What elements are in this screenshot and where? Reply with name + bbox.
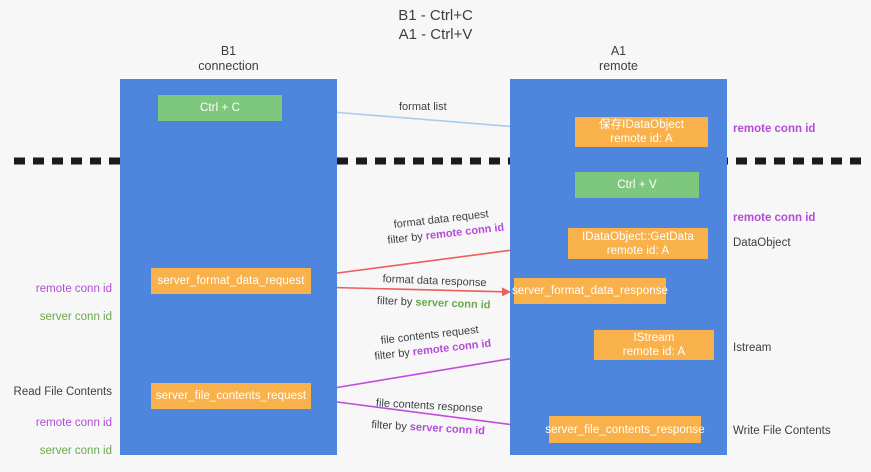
filter-key-server-conn-id: server conn id [409,421,486,438]
filter-prefix: filter by [373,346,414,363]
filter-prefix: filter by [386,230,427,247]
filter-key-server-conn-id: server conn id [415,296,491,312]
edge-label-line-1: format data response [382,273,487,290]
node-idataobject-getdata[interactable]: IDataObject::GetData remote id: A [568,228,708,259]
annotation-remote-conn-id: remote conn id [35,417,112,429]
node-server-format-data-request[interactable]: server_format_data_request [151,268,311,294]
filter-prefix: filter by [376,294,416,309]
node-ctrl-v[interactable]: Ctrl + V [575,172,699,198]
filter-prefix: filter by [371,418,411,434]
column-header-a1: A1 remote [599,44,638,73]
column-header-b1: B1 connection [198,44,259,73]
annotation-dataobject: DataObject [733,237,791,249]
annotation-istream: Istream [733,342,772,354]
node-server-file-contents-request[interactable]: server_file_contents_request [151,383,311,409]
annotation-server-conn-id: server conn id [39,311,112,323]
annotation-server-conn-id: server conn id [39,445,112,457]
edge-label-file-contents-response: file contents response filter by server … [371,396,487,439]
annotation-remote-conn-id: remote conn id [35,283,112,295]
page-title: B1 - Ctrl+C A1 - Ctrl+V [398,7,473,43]
node-idataobject[interactable]: 保存IDataObject remote id: A [575,117,708,147]
connector-format-data-response [312,286,511,297]
annotation-write-file-contents: Write File Contents [733,425,831,437]
annotation-read-file-contents: Read File Contents [13,386,112,398]
node-ctrl-c[interactable]: Ctrl + C [158,95,282,121]
node-server-format-data-response[interactable]: server_format_data_response [512,278,668,304]
annotation-remote-conn-id-top: remote conn id [733,123,816,135]
annotation-conn-ids-bottom: remote conn id server conn id [0,402,112,472]
edge-label-format-list: format list [399,101,447,113]
annotation-remote-conn-id-mid: remote conn id [733,212,816,224]
annotation-conn-ids-top: remote conn id server conn id [0,268,112,338]
node-server-file-contents-response[interactable]: server_file_contents_response [545,416,705,443]
connector-file-contents-response [313,398,546,433]
edge-label-format-data-response: format data response filter by server co… [377,272,492,313]
node-istream[interactable]: IStream remote id: A [594,330,714,360]
